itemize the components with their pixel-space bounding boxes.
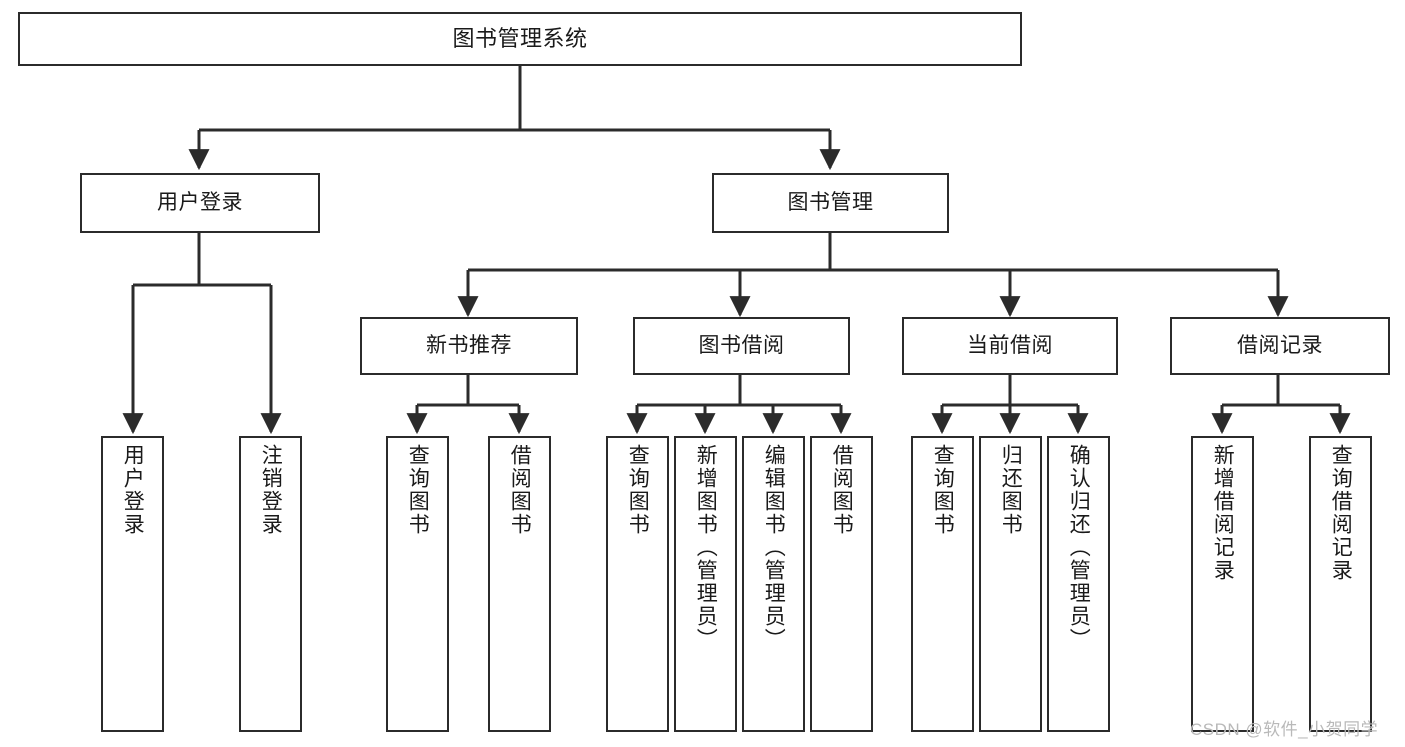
node-label: 确认归还（管理员） [1067, 444, 1091, 651]
node-label: 图书管理系统 [452, 26, 588, 52]
node-book-borrow[interactable]: 图书借阅 [633, 317, 850, 375]
node-label: 借阅记录 [1237, 333, 1323, 357]
leaf-borrow-borrow-book[interactable]: 借阅图书 [810, 436, 873, 732]
node-label: 借阅图书 [508, 444, 532, 536]
node-current-borrow[interactable]: 当前借阅 [902, 317, 1118, 375]
node-label: 图书借阅 [698, 333, 785, 357]
node-label: 查询图书 [931, 444, 955, 536]
node-label: 归还图书 [999, 444, 1023, 536]
node-label: 新增图书（管理员） [694, 444, 718, 651]
node-label: 查询图书 [406, 444, 430, 536]
leaf-current-confirm-return-admin[interactable]: 确认归还（管理员） [1047, 436, 1110, 732]
node-label: 注销登录 [259, 444, 283, 536]
node-label: 查询图书 [626, 444, 650, 536]
leaf-record-query-borrow-record[interactable]: 查询借阅记录 [1309, 436, 1372, 732]
node-label: 用户登录 [121, 444, 145, 536]
leaf-new-book-query-book[interactable]: 查询图书 [386, 436, 449, 732]
node-user-login[interactable]: 用户登录 [80, 173, 320, 233]
node-borrow-record[interactable]: 借阅记录 [1170, 317, 1390, 375]
node-root-system[interactable]: 图书管理系统 [18, 12, 1022, 66]
leaf-current-query-book[interactable]: 查询图书 [911, 436, 974, 732]
node-label: 新书推荐 [426, 333, 512, 357]
leaf-borrow-query-book[interactable]: 查询图书 [606, 436, 669, 732]
leaf-borrow-edit-book-admin[interactable]: 编辑图书（管理员） [742, 436, 805, 732]
node-label: 当前借阅 [967, 333, 1053, 357]
leaf-user-login-signin[interactable]: 用户登录 [101, 436, 164, 732]
leaf-record-add-borrow-record[interactable]: 新增借阅记录 [1191, 436, 1254, 732]
node-label: 查询借阅记录 [1329, 444, 1353, 582]
node-label: 借阅图书 [830, 444, 854, 536]
leaf-borrow-add-book-admin[interactable]: 新增图书（管理员） [674, 436, 737, 732]
node-label: 图书管理 [787, 190, 874, 214]
leaf-current-return-book[interactable]: 归还图书 [979, 436, 1042, 732]
node-label: 编辑图书（管理员） [762, 444, 786, 651]
node-new-book-recommend[interactable]: 新书推荐 [360, 317, 578, 375]
leaf-new-book-borrow-book[interactable]: 借阅图书 [488, 436, 551, 732]
leaf-user-login-signout[interactable]: 注销登录 [239, 436, 302, 732]
node-label: 新增借阅记录 [1211, 444, 1235, 582]
node-book-management[interactable]: 图书管理 [712, 173, 949, 233]
node-label: 用户登录 [157, 190, 243, 214]
watermark-text: CSDN @软件_小贺同学 [1190, 720, 1379, 739]
